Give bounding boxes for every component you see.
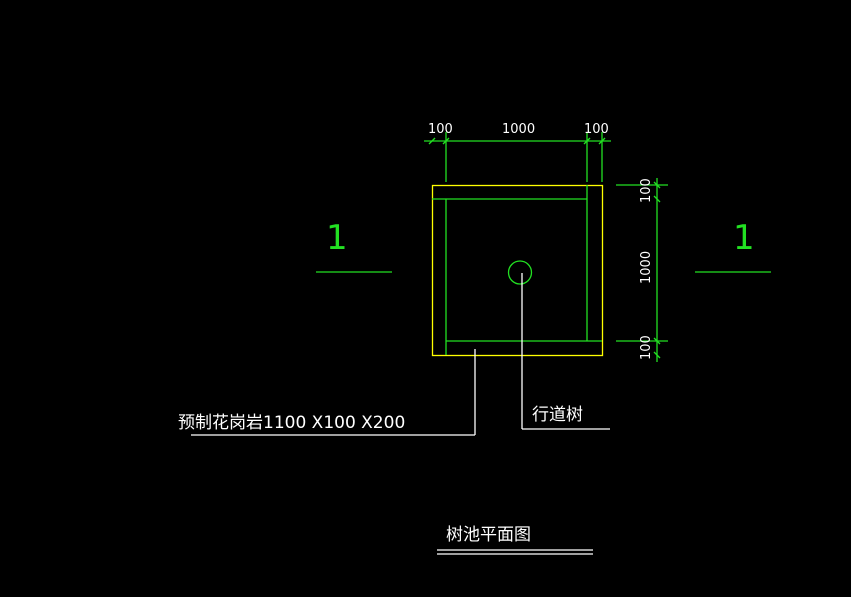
right-dim-label-3: 100 bbox=[639, 335, 654, 360]
section-label: 1 bbox=[326, 218, 348, 258]
right-dim-label-2: 1000 bbox=[639, 251, 654, 284]
tree-leader bbox=[521, 273, 610, 430]
dimension-tick bbox=[442, 137, 450, 145]
dimension-tick bbox=[653, 337, 661, 345]
section-mark-left: 1 bbox=[316, 218, 392, 273]
dimension-tick bbox=[653, 351, 661, 359]
top-dimension-chain bbox=[424, 132, 611, 182]
dimension-tick bbox=[653, 181, 661, 189]
dimension-tick bbox=[583, 137, 591, 145]
section-label: 1 bbox=[733, 218, 755, 258]
dimension-tick bbox=[598, 137, 606, 145]
dimension-tick bbox=[428, 137, 436, 145]
tree-trunk-icon bbox=[507, 260, 533, 285]
right-dim-label-1: 100 bbox=[639, 178, 654, 203]
drawing-title: 树池平面图 bbox=[446, 525, 531, 545]
top-dim-label-1: 100 bbox=[428, 122, 453, 137]
title-underline bbox=[437, 549, 593, 555]
top-dim-label-2: 1000 bbox=[502, 122, 535, 137]
curb-outer-outline bbox=[431, 184, 604, 357]
top-dim-label-3: 100 bbox=[584, 122, 609, 137]
right-dimension-chain bbox=[616, 178, 668, 362]
curb-annotation: 预制花岗岩1100 X100 X200 bbox=[178, 413, 405, 433]
tree-annotation: 行道树 bbox=[532, 405, 583, 425]
tree-pit bbox=[431, 184, 604, 357]
curb-leader bbox=[191, 349, 476, 436]
dimension-tick bbox=[653, 195, 661, 203]
section-mark-right: 1 bbox=[695, 218, 771, 273]
